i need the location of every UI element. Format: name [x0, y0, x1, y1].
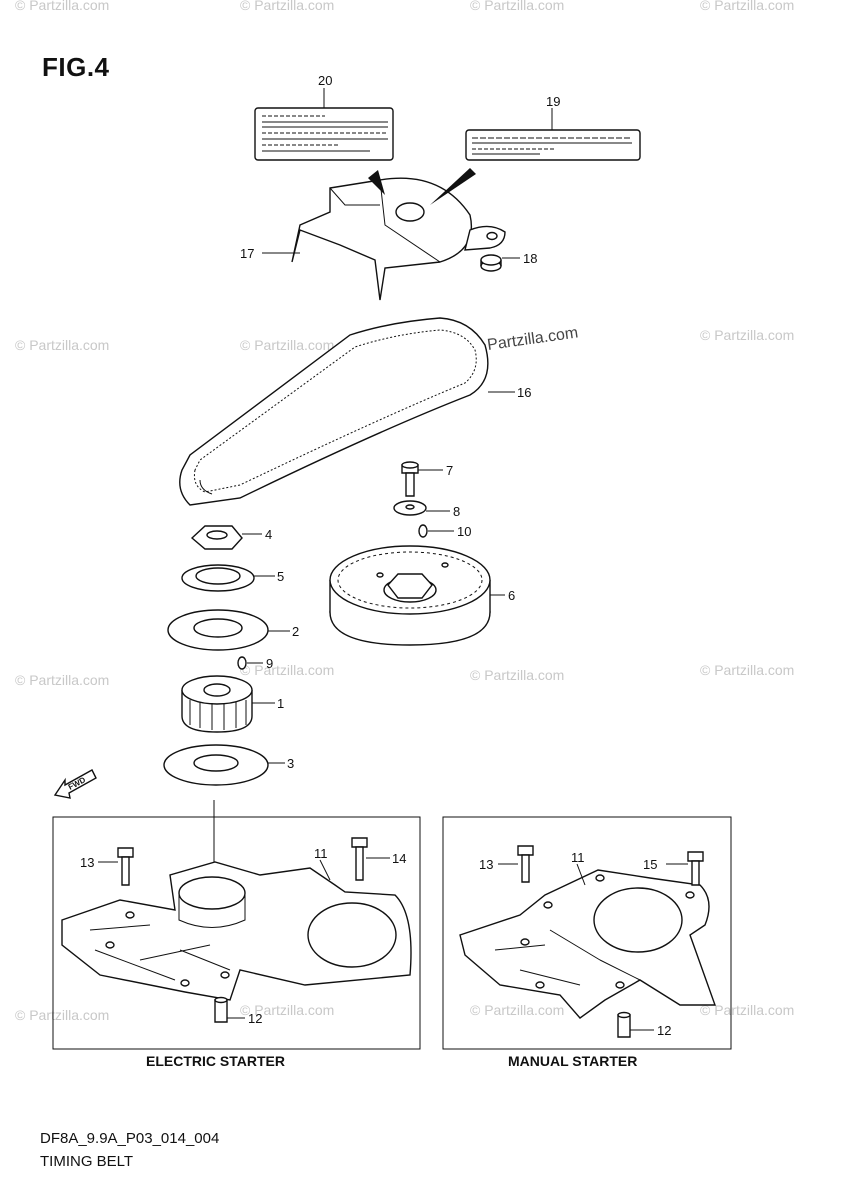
bolt-7: [401, 461, 419, 497]
lock-washer-5: [181, 564, 255, 592]
watermark: © Partzilla.com: [700, 662, 794, 678]
key-9: [237, 656, 247, 670]
callout-9: 9: [266, 656, 273, 671]
electric-starter-box: [52, 816, 421, 1050]
callout-10: 10: [457, 524, 471, 539]
callout-12-electric: 12: [248, 1011, 262, 1026]
electric-starter-label: ELECTRIC STARTER: [146, 1053, 285, 1069]
callout-1: 1: [277, 696, 284, 711]
callout-19: 19: [546, 94, 560, 109]
callout-3: 3: [287, 756, 294, 771]
watermark: © Partzilla.com: [470, 667, 564, 683]
callout-20: 20: [318, 73, 332, 88]
timing-belt-cover-17: [291, 168, 506, 301]
watermark: © Partzilla.com: [240, 337, 334, 353]
callout-16: 16: [517, 385, 531, 400]
callout-13-electric: 13: [80, 855, 94, 870]
figure-title: FIG.4: [42, 52, 110, 82]
driven-pulley-6: [329, 545, 491, 646]
watermark: © Partzilla.com: [700, 327, 794, 343]
manual-starter-box: [442, 816, 732, 1050]
timing-belt-16: [179, 317, 489, 506]
watermark: © Partzilla.com: [700, 0, 794, 13]
watermark: © Partzilla.com: [240, 1002, 334, 1018]
callout-7: 7: [446, 463, 453, 478]
fwd-arrow-icon: FWD: [53, 769, 97, 799]
plate-3: [163, 744, 269, 786]
label-sticker-20: [254, 107, 394, 161]
callout-12-manual: 12: [657, 1023, 671, 1038]
watermarks: © Partzilla.com © Partzilla.com © Partzi…: [15, 0, 794, 1023]
callout-14: 14: [392, 851, 406, 866]
watermark: © Partzilla.com: [15, 1007, 109, 1023]
watermark: © Partzilla.com: [700, 1002, 794, 1018]
key-10: [418, 524, 428, 538]
callout-18: 18: [523, 251, 537, 266]
callout-8: 8: [453, 504, 460, 519]
watermark: © Partzilla.com: [15, 0, 109, 13]
callout-11-electric: 11: [314, 846, 328, 861]
watermark: © Partzilla.com: [470, 0, 564, 13]
plate-2: [167, 609, 269, 651]
nut-4: [190, 525, 243, 550]
callout-13-manual: 13: [479, 857, 493, 872]
callout-4: 4: [265, 527, 272, 542]
watermark: © Partzilla.com: [240, 662, 334, 678]
drive-pulley-1: [181, 675, 253, 733]
washer-8: [393, 500, 427, 516]
label-sticker-19: [465, 129, 641, 161]
watermark: © Partzilla.com: [240, 0, 334, 13]
callout-17: 17: [240, 246, 254, 261]
watermark-main: Partzilla.com: [486, 324, 579, 354]
callout-11-manual: 11: [571, 850, 585, 865]
watermark: © Partzilla.com: [15, 337, 109, 353]
watermark: © Partzilla.com: [15, 672, 109, 688]
figure-name: TIMING BELT: [40, 1153, 134, 1170]
watermark: © Partzilla.com: [470, 1002, 564, 1018]
callout-5: 5: [277, 569, 284, 584]
figure-code: DF8A_9.9A_P03_014_004: [40, 1130, 220, 1147]
manual-starter-label: MANUAL STARTER: [508, 1053, 637, 1069]
callout-15: 15: [643, 857, 657, 872]
callout-6: 6: [508, 588, 515, 603]
grommet-18: [480, 254, 502, 272]
callout-2: 2: [292, 624, 299, 639]
